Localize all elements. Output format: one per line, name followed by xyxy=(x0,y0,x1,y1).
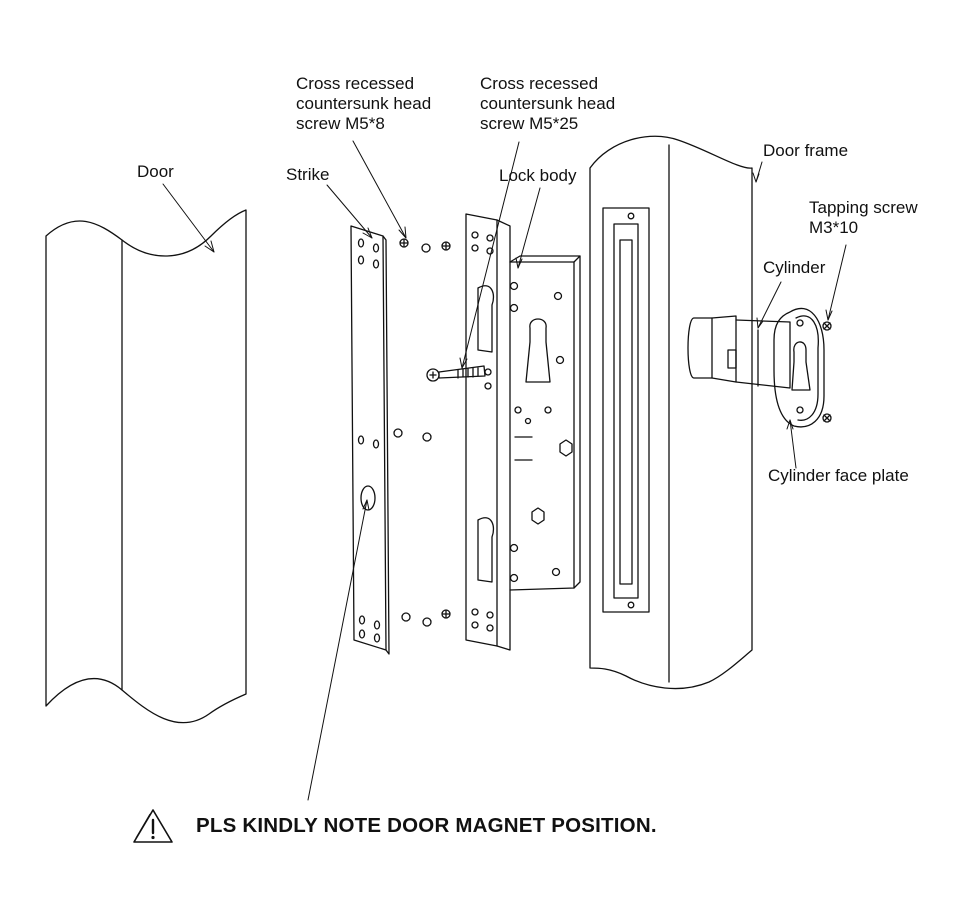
warning-note: PLS KINDLY NOTE DOOR MAGNET POSITION. xyxy=(132,808,657,844)
label-tapping-screw: Tapping screw M3*10 xyxy=(809,198,959,238)
label-screw-m5x25-line3: screw M5*25 xyxy=(480,114,579,133)
label-tapping-screw-line2: M3*10 xyxy=(809,218,859,237)
label-screw-m5x8-line1: Cross recessed xyxy=(296,74,415,93)
leader-lines xyxy=(162,140,847,801)
label-lock-body: Lock body xyxy=(499,166,577,185)
label-cylinder-face-plate: Cylinder face plate xyxy=(768,466,909,485)
label-screw-m5x25-line1: Cross recessed xyxy=(480,74,599,93)
label-screw-m5x8-line3: screw M5*8 xyxy=(296,114,385,133)
label-screw-m5x25-line2: countersunk head xyxy=(480,94,616,113)
label-tapping-screw-line1: Tapping screw xyxy=(809,198,918,217)
door-drawing xyxy=(45,209,247,724)
strike-screws xyxy=(393,238,451,627)
label-door-frame: Door frame xyxy=(763,141,849,160)
warning-text: PLS KINDLY NOTE DOOR MAGNET POSITION. xyxy=(196,814,657,837)
label-screw-m5x8-line2: countersunk head xyxy=(296,94,432,113)
label-screw-m5x8: Cross recessed countersunk head screw M5… xyxy=(296,74,496,134)
label-door: Door xyxy=(137,162,174,181)
lock-body-drawing xyxy=(465,213,581,651)
door-frame-drawing xyxy=(589,135,753,690)
warning-triangle-icon xyxy=(133,809,173,843)
long-screw-m5x25 xyxy=(426,365,486,382)
strike-drawing xyxy=(350,225,390,655)
label-cylinder: Cylinder xyxy=(763,258,826,277)
label-screw-m5x25: Cross recessed countersunk head screw M5… xyxy=(480,74,680,134)
label-strike: Strike xyxy=(286,165,330,184)
cylinder-face-plate-drawing xyxy=(773,307,825,428)
tapping-screws xyxy=(822,321,832,423)
